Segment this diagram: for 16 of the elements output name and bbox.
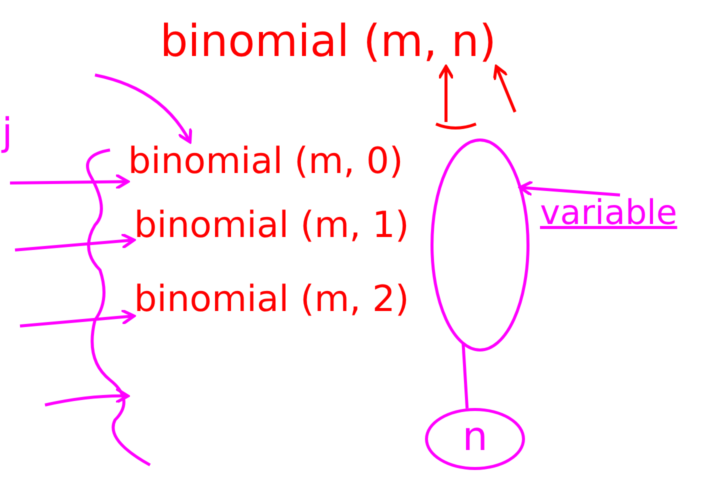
arrow [94,74,192,144]
arrow [10,173,130,190]
connector-line [462,343,469,408]
handwritten-expression: binomial (m, n) [160,18,496,66]
arrow [492,64,516,113]
handwritten-expression: binomial (m, 0) [128,142,404,182]
handwritten-expression: binomial (m, 1) [134,206,410,246]
connector-line [518,180,620,197]
circled-letter: n [425,408,525,470]
handwritten-word: variable [540,195,678,232]
handwritten-letter: j [2,112,13,154]
ellipse-outline [430,138,530,352]
arrow [20,308,136,328]
arrow [438,64,454,122]
arrow [14,232,136,252]
handwritten-expression: binomial (m, 2) [134,280,410,320]
